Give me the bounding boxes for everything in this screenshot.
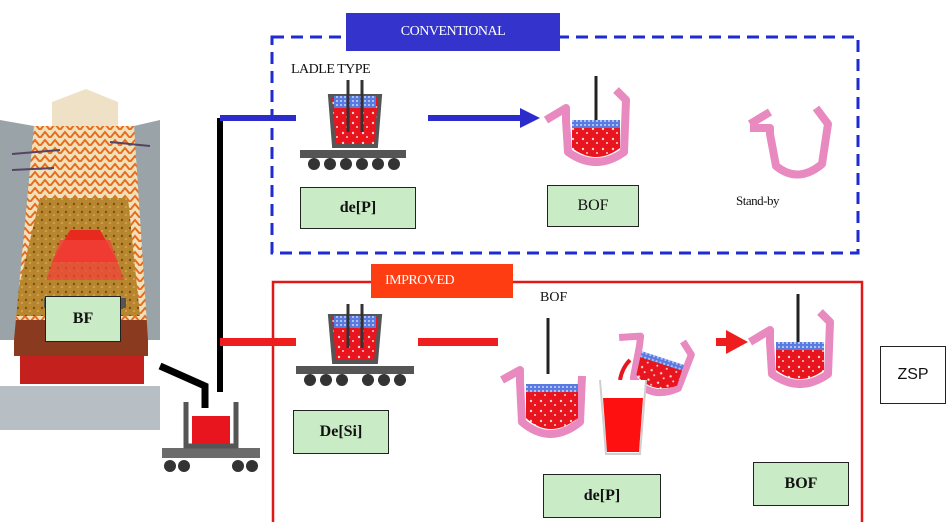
- improved-box: [271, 280, 864, 522]
- conventional-tag: CONVENTIONAL: [346, 13, 560, 51]
- bof-improved-heading: BOF: [540, 290, 568, 305]
- torpedo-ladle: [162, 402, 260, 472]
- bof-vessel-top: [543, 76, 630, 166]
- bf-tap-line: [158, 362, 209, 408]
- bof-top-label: BOF: [547, 185, 639, 227]
- zsp-label: ZSP: [880, 346, 946, 404]
- improved-arrow-tail: [716, 338, 726, 346]
- hot-metal-glass: [599, 379, 647, 455]
- de-p-bottom-label: de[P]: [543, 474, 661, 518]
- bof-vessel-improved: [500, 318, 586, 438]
- blast-furnace: [0, 89, 160, 430]
- bof-vessel-final: [747, 294, 834, 388]
- de-p-top-label: de[P]: [300, 187, 416, 229]
- ladle-type-label: LADLE TYPE: [291, 62, 371, 77]
- de-si-label: De[Si]: [293, 410, 389, 454]
- standby-vessel: [747, 105, 832, 179]
- conventional-arrowhead: [520, 108, 540, 128]
- ladle-dephosphorization-top: [300, 80, 406, 170]
- bf-label: BF: [45, 296, 121, 342]
- tilted-pouring-vessel: [618, 332, 695, 397]
- pour-stream: [618, 358, 632, 381]
- conventional-box: [270, 35, 860, 255]
- improved-arrowhead: [726, 330, 748, 354]
- ladle-desiliconization: [296, 304, 414, 386]
- bof-bottom-label: BOF: [753, 462, 849, 506]
- improved-tag: IMPROVED: [371, 264, 513, 298]
- standby-label: Stand-by: [736, 193, 779, 208]
